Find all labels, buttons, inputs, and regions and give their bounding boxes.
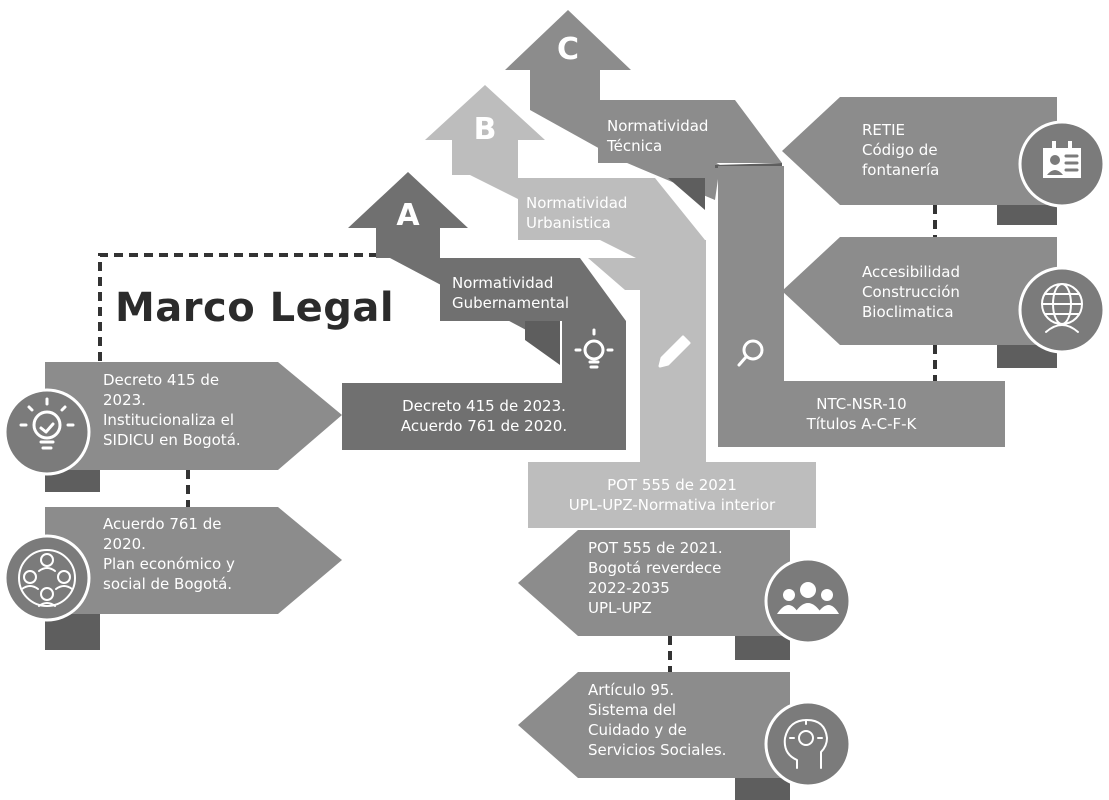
arrow-b-letter: B bbox=[473, 112, 497, 147]
bottom-item-1-arrow bbox=[518, 530, 790, 636]
page-title: Marco Legal bbox=[115, 285, 395, 331]
central-box-text: Decreto 415 de 2023. Acuerdo 761 de 2020… bbox=[400, 397, 568, 435]
arrow-c-letter: C bbox=[556, 32, 580, 67]
left-item-1-text: Decreto 415 de 2023. Institucionaliza el… bbox=[103, 371, 241, 449]
id-card-icon bbox=[1043, 141, 1081, 178]
bottom-item-2-arrow bbox=[518, 672, 790, 778]
right-item-2 bbox=[782, 237, 1106, 368]
right-item-2-text: Accesibilidad Construcción Bioclimatica bbox=[862, 263, 960, 321]
bottom-item-2-text: Artículo 95. Sistema del Cuidado y de Se… bbox=[588, 681, 727, 759]
globe-person-icon bbox=[1041, 283, 1083, 333]
pot-box-text: POT 555 de 2021 UPL-UPZ-Normativa interi… bbox=[568, 476, 776, 514]
group-icon bbox=[777, 582, 839, 614]
people-network-icon bbox=[18, 549, 76, 607]
arrow-c-label: Normatividad Técnica bbox=[607, 117, 709, 155]
arrow-b-label: Normatividad Urbanistica bbox=[526, 194, 628, 232]
nsr-box bbox=[718, 381, 1005, 447]
bottom-item-1-text: POT 555 de 2021. Bogotá reverdece 2022-2… bbox=[588, 539, 723, 617]
lightbulb-icon bbox=[574, 328, 614, 369]
right-item-2-arrow bbox=[782, 237, 1057, 345]
lightbulb-icon-left bbox=[19, 397, 75, 450]
arrow-a-letter: A bbox=[396, 198, 420, 233]
right-item-1-arrow bbox=[782, 97, 1057, 205]
dashed-connectors bbox=[98, 205, 937, 672]
left-item-1-arrow bbox=[45, 362, 342, 470]
arrow-a-label-box bbox=[440, 258, 626, 321]
pencil-icon bbox=[658, 335, 691, 368]
head-idea-icon bbox=[783, 719, 828, 769]
connector-a-to-title bbox=[98, 253, 378, 362]
left-item-2-arrow bbox=[45, 507, 342, 614]
arrow-b-connector bbox=[588, 258, 640, 290]
arrow-c bbox=[505, 10, 784, 388]
arrow-c-label-box bbox=[598, 100, 782, 163]
left-item-2 bbox=[3, 507, 342, 650]
arrow-a-notch bbox=[525, 321, 560, 365]
right-item-2-circle bbox=[1018, 266, 1106, 354]
arrow-a bbox=[348, 172, 626, 383]
bottom-item-1 bbox=[518, 530, 852, 660]
magnifier-icon bbox=[737, 339, 764, 367]
bottom-item-1-circle bbox=[764, 557, 852, 645]
nsr-box-text: NTC-NSR-10 Títulos A-C-F-K bbox=[806, 395, 917, 433]
left-item-2-circle bbox=[3, 534, 91, 622]
left-item-2-text: Acuerdo 761 de 2020. Plan económico y so… bbox=[103, 515, 235, 593]
arrow-c-column bbox=[718, 166, 784, 388]
pot-box bbox=[528, 462, 816, 528]
right-item-1-text: RETIE Código de fontanería bbox=[862, 121, 940, 179]
arrow-b-label-box bbox=[518, 178, 705, 240]
central-box bbox=[342, 383, 626, 450]
arrow-b-notch bbox=[668, 178, 705, 210]
arrow-a-label: Normatividad Gubernamental bbox=[452, 274, 570, 312]
